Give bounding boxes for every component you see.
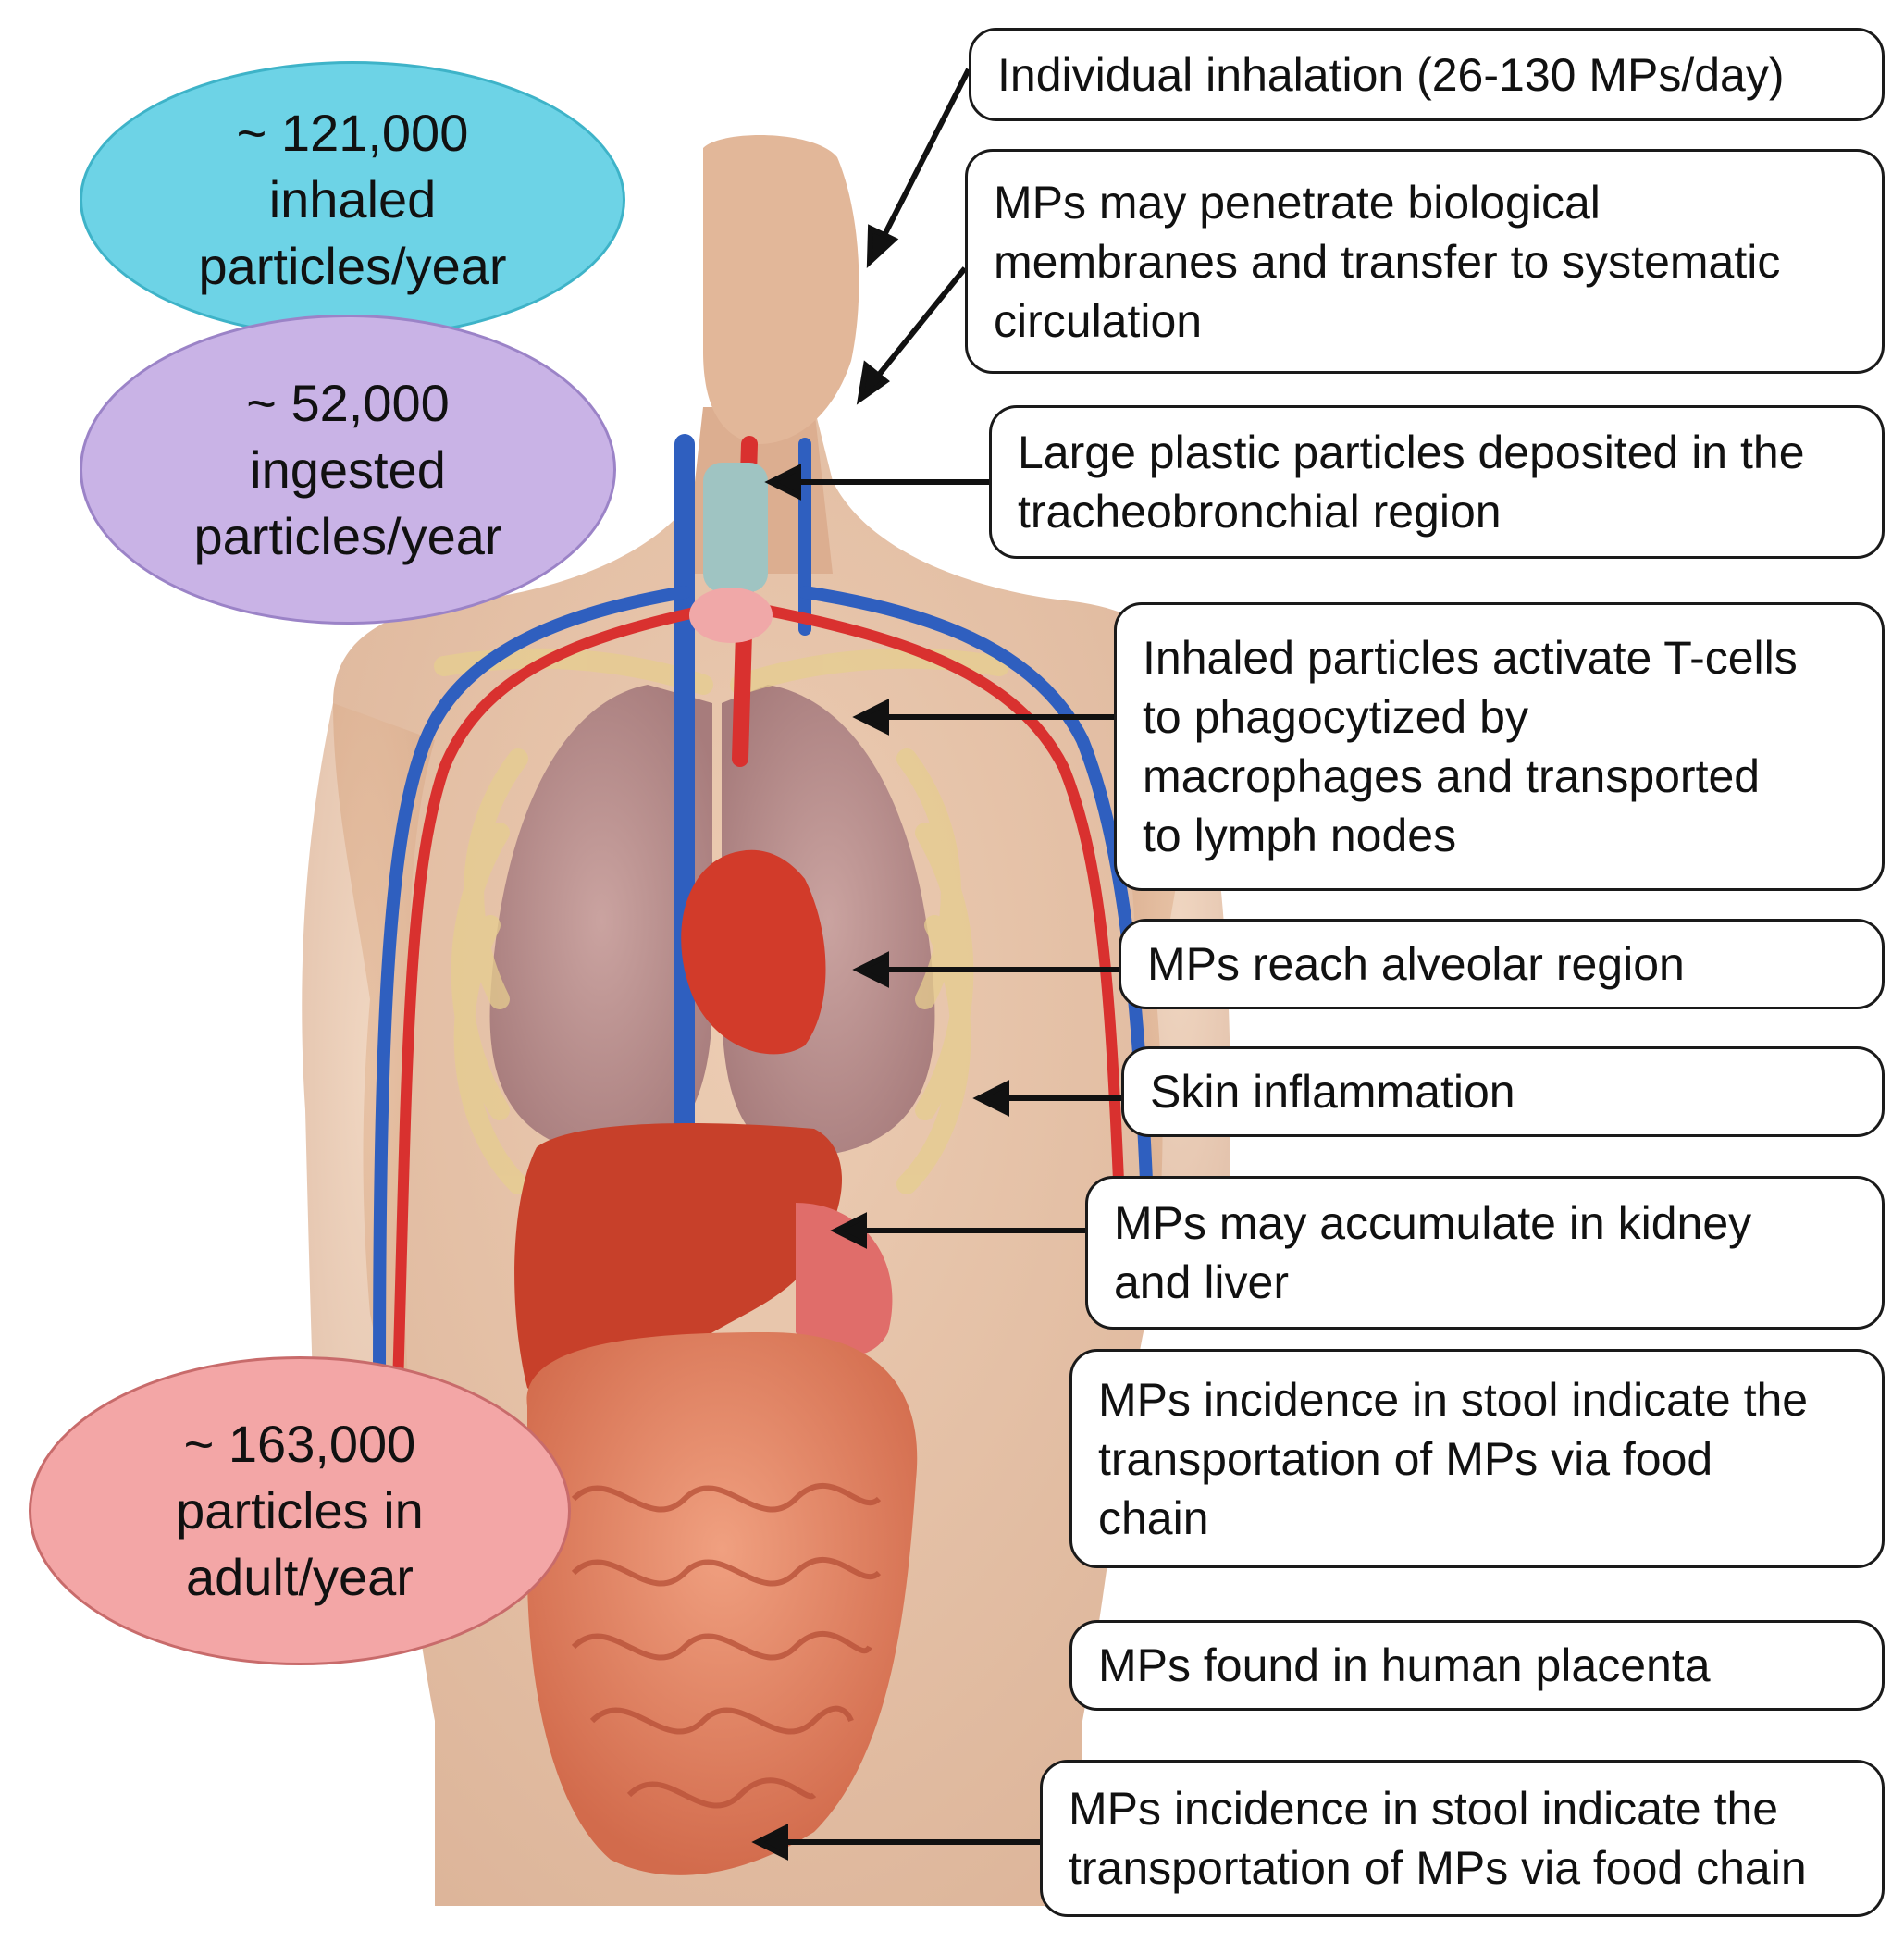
ingested-particles-bubble: ~ 52,000 ingested particles/year [80, 315, 616, 625]
liver [514, 1123, 842, 1404]
callout-t-cell-activation: Inhaled particles activate T-cells to ph… [1114, 602, 1885, 891]
intestines [526, 1332, 918, 1875]
blood-vessels [373, 434, 1154, 1394]
adult-unit: adult/year [186, 1548, 414, 1606]
ribcage [434, 648, 1009, 1194]
callout-skin-inflammation: Skin inflammation [1121, 1046, 1885, 1137]
callout-stool-food-chain-2: MPs incidence in stool indicate the tran… [1040, 1760, 1885, 1917]
inhaled-count: ~ 121,000 [236, 104, 469, 162]
inhaled-particles-bubble: ~ 121,000 inhaled particles/year [80, 61, 625, 339]
inhaled-unit: particles/year [198, 237, 507, 295]
heart [681, 849, 826, 1055]
ingested-unit: particles/year [193, 506, 502, 565]
ingested-label: ingested [250, 439, 446, 499]
callout-alveolar-region: MPs reach alveolar region [1119, 919, 1885, 1009]
trachea [703, 463, 768, 592]
adult-particles-bubble: ~ 163,000 particles in adult/year [29, 1356, 571, 1665]
ingested-count: ~ 52,000 [246, 373, 450, 432]
callout-tracheobronchial-deposition: Large plastic particles deposited in the… [989, 405, 1885, 559]
callout-individual-inhalation: Individual inhalation (26-130 MPs/day) [969, 28, 1885, 121]
intestine-folds [571, 1483, 882, 1809]
callout-placenta: MPs found in human placenta [1069, 1620, 1885, 1711]
callout-stool-food-chain-1: MPs incidence in stool indicate the tran… [1069, 1349, 1885, 1568]
inhaled-label: inhaled [268, 170, 437, 229]
callout-arrows [751, 68, 1121, 1861]
thyroid [689, 588, 773, 643]
adult-label: particles in [176, 1481, 424, 1540]
callout-membrane-penetration: MPs may penetrate biological membranes a… [965, 149, 1885, 374]
head [703, 135, 859, 445]
left-lung [489, 685, 712, 1157]
stomach [796, 1203, 893, 1357]
adult-count: ~ 163,000 [183, 1415, 416, 1473]
callout-kidney-liver: MPs may accumulate in kidney and liver [1085, 1176, 1885, 1330]
